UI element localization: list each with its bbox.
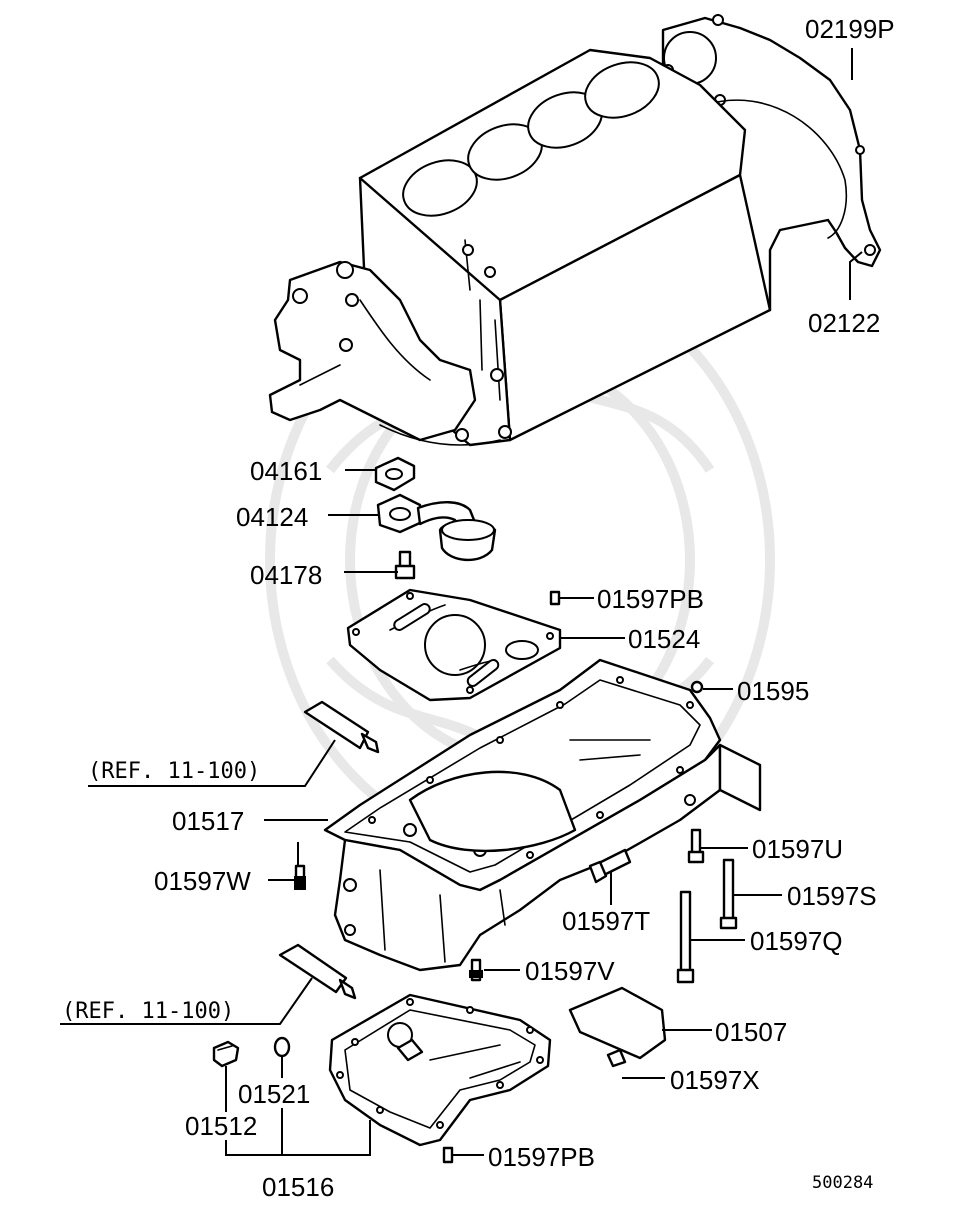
part-01595-seal — [690, 680, 704, 694]
part-01597Q-bolt — [676, 890, 695, 984]
part-01597U-bolt — [687, 828, 705, 864]
label-01597T: 01597T — [562, 906, 650, 936]
label-02199P: 02199P — [805, 14, 895, 44]
label-02122: 02122 — [808, 308, 880, 338]
part-04161-gasket — [374, 456, 416, 492]
label-01516: 01516 — [262, 1172, 334, 1202]
label-01521: 01521 — [238, 1079, 310, 1109]
label-01597PB-bottom: 01597PB — [488, 1142, 595, 1172]
label-01512: 01512 — [185, 1111, 257, 1141]
label-01597PB-top: 01597PB — [597, 584, 704, 614]
part-01597W-bolt — [294, 864, 306, 890]
label-01597Q: 01597Q — [750, 926, 843, 956]
part-01507-cover — [568, 986, 667, 1060]
label-01597U: 01597U — [752, 834, 843, 864]
label-04124: 04124 — [236, 502, 308, 532]
part-01512-drain-plug — [212, 1040, 240, 1068]
sealant-tube-upper — [303, 700, 380, 754]
part-04178-bolt — [394, 550, 416, 580]
part-01524-baffle-plate — [346, 588, 562, 702]
part-01597X-bolt — [606, 1048, 627, 1068]
label-01597W: 01597W — [154, 866, 251, 896]
part-01516-lower-oil-pan — [328, 993, 552, 1147]
label-04178: 04178 — [250, 560, 322, 590]
part-01597T-bolt — [588, 848, 632, 884]
label-ref-upper: (REF. 11-100) — [88, 759, 260, 784]
part-01597V-bolt — [469, 958, 483, 982]
label-ref-lower: (REF. 11-100) — [62, 999, 234, 1024]
label-01517: 01517 — [172, 806, 244, 836]
label-04161: 04161 — [250, 456, 322, 486]
part-01597S-bolt — [719, 858, 738, 930]
callout-labels: 02199P 02122 04161 04124 04178 01597PB 0… — [62, 14, 895, 1202]
document-id: 500284 — [812, 1173, 873, 1193]
leader-lines — [60, 48, 863, 1156]
sealant-tube-lower — [278, 943, 357, 1000]
engine-block — [268, 14, 882, 447]
label-01597X: 01597X — [670, 1065, 760, 1095]
part-01517-upper-oil-pan — [323, 658, 762, 972]
label-01524: 01524 — [628, 624, 700, 654]
part-01521-drain-gasket — [273, 1036, 291, 1058]
part-04124-oil-strainer — [376, 493, 497, 562]
label-01507: 01507 — [715, 1017, 787, 1047]
label-01597V: 01597V — [525, 956, 615, 986]
label-01597S: 01597S — [787, 881, 877, 911]
part-01597PB-bolt-bottom — [442, 1146, 454, 1164]
label-01595: 01595 — [737, 676, 809, 706]
part-01597PB-bolt-top — [549, 590, 561, 606]
